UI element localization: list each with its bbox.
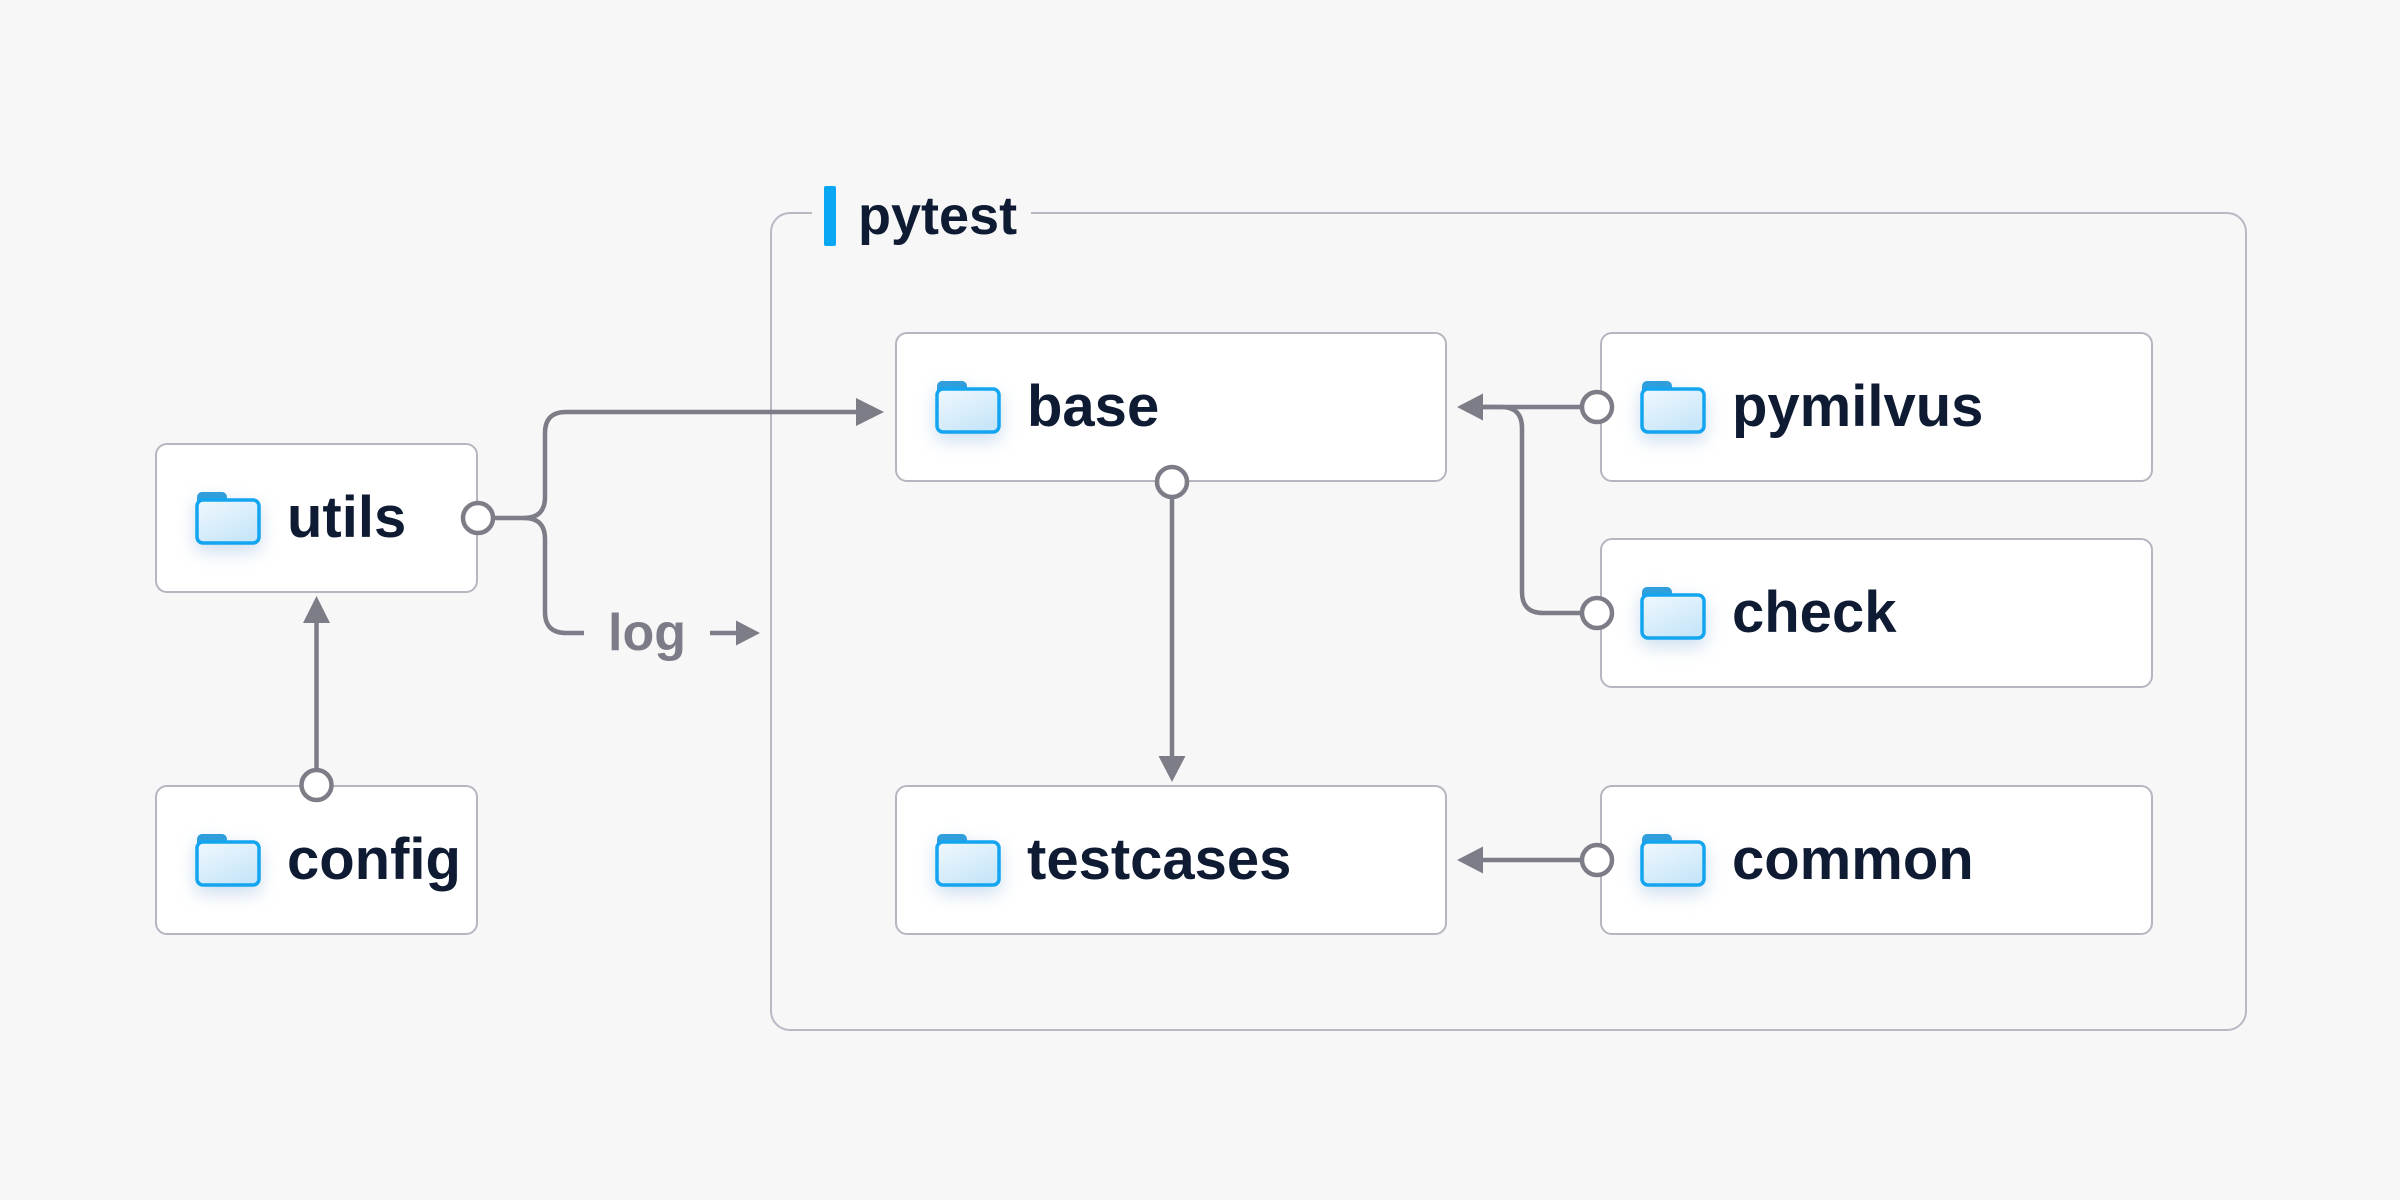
folder-icon (195, 834, 261, 887)
node-label: testcases (1027, 827, 1292, 892)
pytest-label-bar (824, 186, 836, 246)
node-base: base (895, 332, 1447, 482)
log-edge-label: log (608, 604, 686, 662)
node-label: check (1732, 580, 1897, 645)
node-label: config (287, 827, 461, 892)
folder-icon (195, 492, 261, 545)
folder-icon (935, 381, 1001, 434)
node-label: pymilvus (1732, 374, 1984, 439)
node-label: base (1027, 374, 1160, 439)
node-label: common (1732, 827, 1974, 892)
pytest-label: pytest (812, 184, 1032, 248)
node-check: check (1600, 538, 2153, 688)
folder-icon (1640, 834, 1706, 887)
node-pymilvus: pymilvus (1600, 332, 2153, 482)
node-label: utils (287, 485, 407, 550)
node-config: config (155, 785, 478, 935)
folder-icon (1640, 381, 1706, 434)
arrowhead-up (303, 596, 330, 623)
pytest-container (770, 212, 2247, 1031)
folder-icon (935, 834, 1001, 887)
node-common: common (1600, 785, 2153, 935)
edge-config-utils (299, 596, 334, 803)
folder-icon (1640, 587, 1706, 640)
node-testcases: testcases (895, 785, 1447, 935)
pytest-label-text: pytest (858, 186, 1018, 246)
edge-line (523, 515, 584, 636)
node-utils: utils (155, 443, 478, 593)
arrowhead-right (736, 620, 760, 646)
